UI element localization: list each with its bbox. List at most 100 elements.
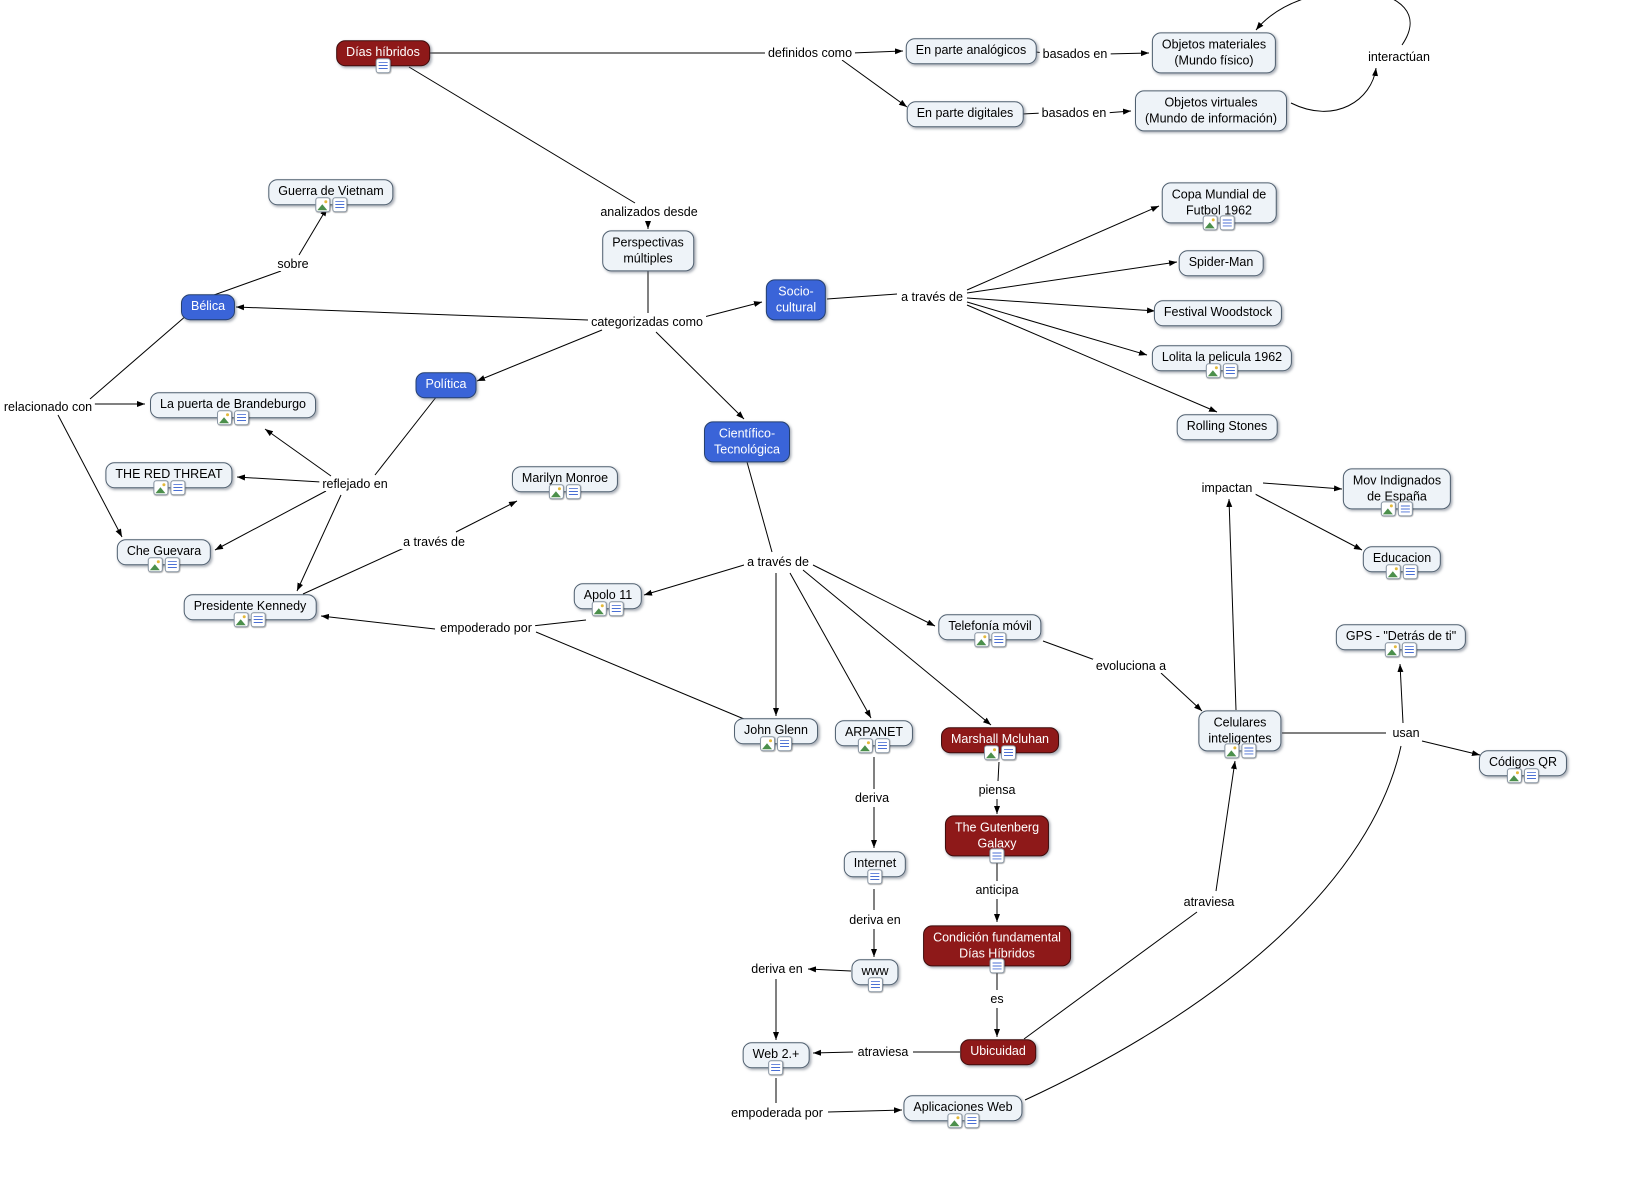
concept-john-glenn[interactable]: John Glenn: [734, 718, 818, 751]
concept-codigos-qr[interactable]: Códigos QR: [1478, 750, 1568, 783]
concept-aplicaciones-web[interactable]: Aplicaciones Web: [903, 1095, 1023, 1128]
concept-marilyn-monroe[interactable]: Marilyn Monroe: [511, 466, 619, 499]
text-resource-icon[interactable]: [989, 848, 1005, 864]
concept-educacion[interactable]: Educacion: [1362, 546, 1442, 579]
text-resource-icon[interactable]: [375, 57, 391, 73]
concept-puerta-brandeburgo[interactable]: La puerta de Brandeburgo: [150, 392, 316, 425]
text-resource-icon[interactable]: [233, 409, 249, 425]
text-resource-icon[interactable]: [875, 737, 890, 753]
link-phrase[interactable]: interactúan: [1365, 50, 1433, 64]
link-phrase[interactable]: impactan: [1198, 481, 1256, 495]
text-resource-icon[interactable]: [1222, 362, 1238, 378]
text-resource-icon[interactable]: [1524, 767, 1539, 783]
text-resource-icon[interactable]: [777, 735, 792, 751]
concept-ubicuidad[interactable]: Ubicuidad: [960, 1039, 1036, 1065]
image-resource-icon[interactable]: [1202, 215, 1218, 231]
image-resource-icon[interactable]: [153, 479, 168, 495]
link-phrase[interactable]: atraviesa: [1180, 895, 1238, 909]
concept-festival-woodstock[interactable]: Festival Woodstock: [1153, 300, 1283, 326]
concept-www[interactable]: www: [851, 959, 899, 992]
text-resource-icon[interactable]: [963, 1112, 979, 1128]
concept-internet[interactable]: Internet: [843, 851, 907, 884]
image-resource-icon[interactable]: [1224, 743, 1239, 759]
concept-socio-cultural[interactable]: Socio- cultural: [765, 279, 827, 321]
text-resource-icon[interactable]: [251, 611, 266, 627]
link-phrase[interactable]: basados en: [1039, 47, 1111, 61]
image-resource-icon[interactable]: [984, 744, 999, 760]
image-resource-icon[interactable]: [760, 735, 775, 751]
text-resource-icon[interactable]: [164, 556, 180, 572]
link-phrase[interactable]: a través de: [898, 290, 966, 304]
link-phrase[interactable]: basados en: [1038, 106, 1110, 120]
concept-mov-indignados[interactable]: Mov Indignados de España: [1342, 468, 1452, 517]
concept-perspectivas-multiples[interactable]: Perspectivas múltiples: [602, 230, 694, 272]
concept-condicion-fundamental[interactable]: Condición fundamental Días Híbridos: [923, 925, 1071, 974]
link-phrase[interactable]: a través de: [400, 535, 468, 549]
text-resource-icon[interactable]: [867, 868, 883, 884]
image-resource-icon[interactable]: [1205, 362, 1221, 378]
link-phrase[interactable]: usan: [1389, 726, 1423, 740]
concept-copa-mundial[interactable]: Copa Mundial de Futbol 1962: [1161, 182, 1277, 231]
concept-guerra-de-vietnam[interactable]: Guerra de Vietnam: [268, 179, 394, 212]
concept-red-threat[interactable]: THE RED THREAT: [105, 462, 233, 495]
concept-en-parte-digitales[interactable]: En parte digitales: [906, 101, 1024, 127]
text-resource-icon[interactable]: [1219, 215, 1235, 231]
text-resource-icon[interactable]: [991, 631, 1006, 647]
link-phrase[interactable]: relacionado con: [0, 400, 96, 414]
image-resource-icon[interactable]: [216, 409, 232, 425]
concept-objetos-materiales[interactable]: Objetos materiales (Mundo físico): [1151, 32, 1277, 74]
link-phrase[interactable]: a través de: [744, 555, 812, 569]
link-phrase[interactable]: atraviesa: [854, 1045, 912, 1059]
link-phrase[interactable]: reflejado en: [319, 477, 391, 491]
concept-dias-hibridos[interactable]: Días híbridos: [336, 40, 430, 73]
concept-en-parte-analogicos[interactable]: En parte analógicos: [905, 38, 1037, 64]
concept-apolo-11[interactable]: Apolo 11: [573, 583, 643, 616]
concept-che-guevara[interactable]: Che Guevara: [116, 539, 212, 572]
concept-gutenberg-galaxy[interactable]: The Gutenberg Galaxy: [944, 815, 1050, 864]
concept-telefonia-movil[interactable]: Telefonía móvil: [938, 614, 1042, 647]
concept-rolling-stones[interactable]: Rolling Stones: [1176, 414, 1278, 440]
link-phrase[interactable]: deriva: [851, 791, 893, 805]
text-resource-icon[interactable]: [1403, 563, 1418, 579]
text-resource-icon[interactable]: [1001, 744, 1016, 760]
image-resource-icon[interactable]: [1507, 767, 1522, 783]
concept-politica[interactable]: Política: [415, 372, 477, 398]
concept-celulares-inteligentes[interactable]: Celulares inteligentes: [1198, 710, 1282, 759]
concept-cientifico-tecnologica[interactable]: Científico- Tecnológica: [703, 421, 791, 463]
link-phrase[interactable]: deriva en: [748, 962, 806, 976]
image-resource-icon[interactable]: [147, 556, 163, 572]
image-resource-icon[interactable]: [1380, 501, 1396, 517]
link-phrase[interactable]: analizados desde: [597, 205, 701, 219]
text-resource-icon[interactable]: [170, 479, 185, 495]
link-phrase[interactable]: empoderado por: [437, 621, 535, 635]
concept-belica[interactable]: Bélica: [180, 294, 236, 320]
image-resource-icon[interactable]: [1384, 641, 1400, 657]
image-resource-icon[interactable]: [591, 600, 607, 616]
text-resource-icon[interactable]: [1401, 641, 1417, 657]
link-phrase[interactable]: deriva en: [846, 913, 904, 927]
link-phrase[interactable]: definidos como: [764, 46, 856, 60]
link-phrase[interactable]: piensa: [975, 783, 1019, 797]
text-resource-icon[interactable]: [1397, 501, 1413, 517]
text-resource-icon[interactable]: [768, 1059, 784, 1075]
link-phrase[interactable]: anticipa: [972, 883, 1022, 897]
concept-lolita-pelicula[interactable]: Lolita la pelicula 1962: [1151, 345, 1293, 378]
image-resource-icon[interactable]: [858, 737, 873, 753]
link-phrase[interactable]: categorizadas como: [588, 315, 706, 329]
link-phrase[interactable]: evoluciona a: [1092, 659, 1170, 673]
image-resource-icon[interactable]: [1386, 563, 1401, 579]
text-resource-icon[interactable]: [608, 600, 624, 616]
image-resource-icon[interactable]: [234, 611, 249, 627]
text-resource-icon[interactable]: [1241, 743, 1256, 759]
concept-spider-man[interactable]: Spider-Man: [1178, 250, 1264, 276]
link-phrase[interactable]: empoderada por: [728, 1106, 826, 1120]
text-resource-icon[interactable]: [989, 958, 1005, 974]
concept-arpanet[interactable]: ARPANET: [834, 720, 914, 753]
text-resource-icon[interactable]: [331, 196, 347, 212]
text-resource-icon[interactable]: [565, 483, 581, 499]
concept-marshall-mcluhan[interactable]: Marshall Mcluhan: [941, 727, 1059, 760]
link-phrase[interactable]: sobre: [274, 257, 312, 271]
link-phrase[interactable]: es: [987, 992, 1007, 1006]
image-resource-icon[interactable]: [974, 631, 989, 647]
